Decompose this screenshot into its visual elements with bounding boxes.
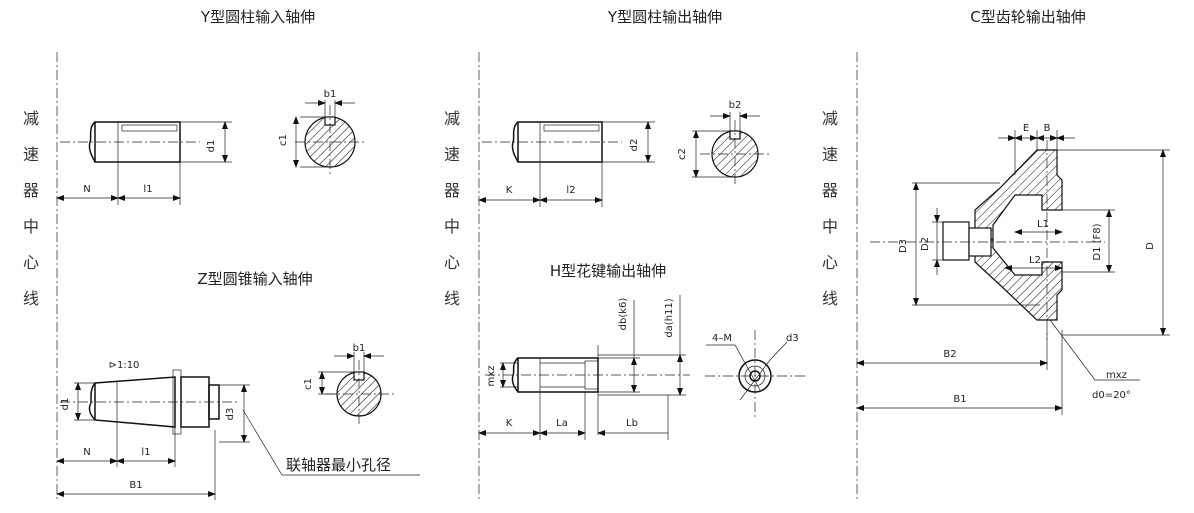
z-input-c1-label: c1 [303,378,314,390]
y-input-n-label: N [83,184,90,195]
svg-text:减: 减 [822,109,838,128]
h-output-k-label: K [506,418,513,429]
z-input-section [318,352,395,425]
z-input-shaft [56,369,420,500]
svg-text:速: 速 [822,145,838,164]
side-label-right: 减 速 器 中 心 线 [822,109,838,308]
svg-text:减: 减 [444,109,460,128]
h-output-shaft [478,295,690,440]
c-output-l2-label: L2 [1029,255,1041,266]
h-output-end-view [705,330,805,420]
svg-text:心: 心 [822,253,838,272]
h-output-la-label: La [556,418,568,429]
side-label-middle: 减 速 器 中 心 线 [444,109,460,308]
svg-text:线: 线 [23,289,39,308]
z-input-n-label: N [83,447,90,458]
svg-text:器: 器 [23,181,39,200]
y-input-c1-label: c1 [278,134,289,146]
svg-text:速: 速 [23,145,39,164]
c-output-b-label: B [1044,123,1051,134]
side-label-left: 减 速 器 中 心 线 [23,109,39,308]
z-input-taper-label: ⊳1:10 [109,360,140,371]
y-input-d1-label: d1 [206,140,217,153]
svg-text:线: 线 [444,289,460,308]
c-output-b2-label: B2 [943,349,956,360]
z-input-d3-label: d3 [225,408,236,421]
title-z-input: Z型圆锥输入轴伸 [197,270,312,288]
svg-text:线: 线 [822,289,838,308]
c-output-mxz-label: mxz [1106,370,1127,381]
h-output-4m-label: 4–M [712,333,732,344]
title-y-input: Y型圆柱输入轴伸 [200,8,315,26]
c-output-e-label: E [1023,123,1029,134]
h-output-db-label: db(k6) [618,298,629,331]
svg-text:中: 中 [444,217,460,236]
y-input-b1-label: b1 [324,89,337,100]
svg-text:速: 速 [444,145,460,164]
svg-text:减: 减 [23,109,39,128]
y-output-d2-label: d2 [629,139,640,152]
y-output-shaft [478,121,655,207]
h-output-d3-label: d3 [786,333,799,344]
z-input-l1-label: l1 [141,447,150,458]
c-output-d3-label: D3 [898,239,909,253]
y-input-l1-label: l1 [143,184,152,195]
title-c-output: C型齿轮输出轴伸 [970,8,1085,26]
y-output-k-label: K [506,185,513,196]
c-output-d-label: D [1145,242,1156,250]
y-output-section [692,112,770,185]
svg-text:中: 中 [23,217,39,236]
svg-text:器: 器 [822,181,838,200]
h-output-lb-label: Lb [626,418,638,429]
svg-text:中: 中 [822,217,838,236]
z-input-d1-label: d1 [60,398,71,411]
z-input-b1-label: B1 [129,480,142,491]
h-output-da-label: da(h11) [664,298,675,337]
z-input-b1-key-label: b1 [353,343,366,354]
y-output-l2-label: l2 [566,185,575,196]
y-input-shaft [56,121,232,205]
y-output-b2-label: b2 [729,100,742,111]
h-output-mxz-label: mxz [486,366,497,387]
c-output-d0-label: d0=20° [1092,390,1131,401]
c-output-gear-hub [856,130,1170,415]
svg-text:心: 心 [23,253,39,272]
svg-text:器: 器 [444,181,460,200]
svg-text:心: 心 [444,253,460,272]
y-output-c2-label: c2 [677,148,688,160]
c-output-l1-label: L1 [1037,219,1049,230]
c-output-b1-label: B1 [953,394,966,405]
title-y-output: Y型圆柱输出轴伸 [607,8,722,26]
coupling-bore-label: 联轴器最小孔径 [286,456,391,474]
title-h-output: H型花键输出轴伸 [550,262,666,280]
c-output-d1-label: D1 (F8) [1092,223,1103,260]
c-output-d2-label: D2 [920,237,931,251]
y-input-section [293,100,365,175]
